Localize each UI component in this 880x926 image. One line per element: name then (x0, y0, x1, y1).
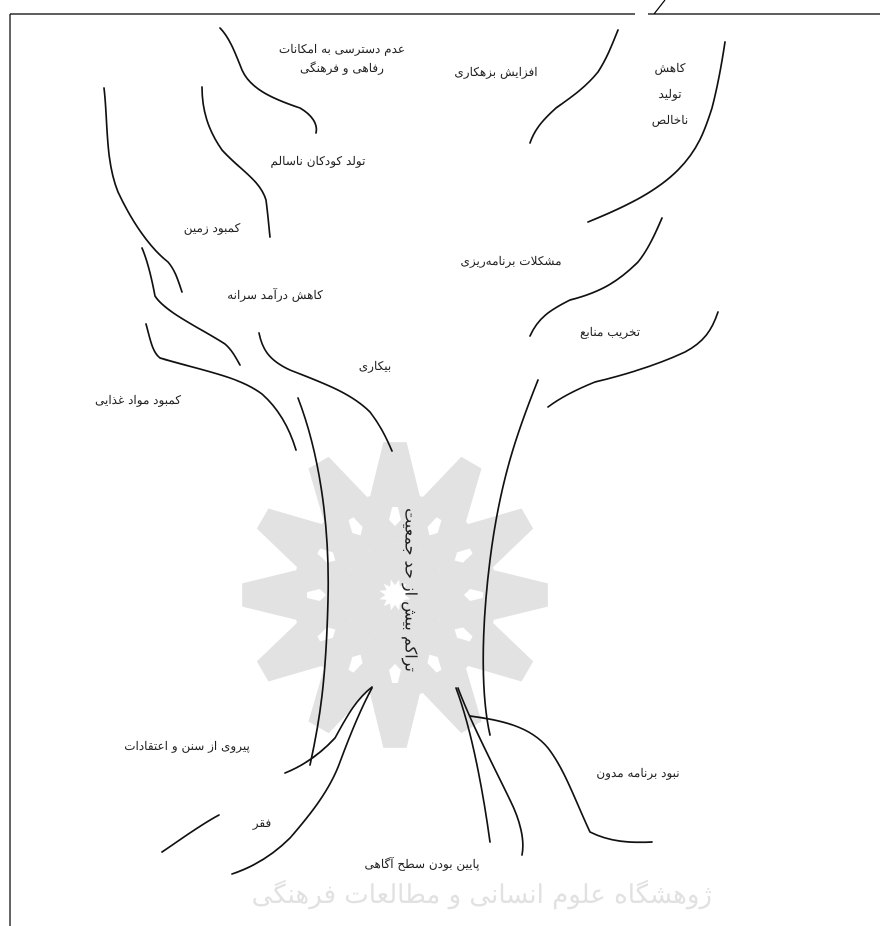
label-gross-production: کاهش تولید ناخالص (630, 55, 710, 133)
label-resource-destruction: تخریب منابع (560, 323, 660, 342)
rosette-emblem-icon (245, 445, 545, 745)
branch-unemployment-line (259, 333, 392, 451)
root-poverty-line (162, 815, 219, 852)
branch-income-line (142, 248, 240, 365)
branch-planning-line (530, 218, 662, 336)
root-right-line (458, 688, 523, 855)
root-left-line (232, 688, 372, 874)
trunk-label: تراکم بیش از حد جمعیت (402, 508, 421, 672)
branch-land-line (104, 88, 182, 292)
label-gdp-line1: کاهش (630, 55, 710, 81)
label-gdp-line3: ناخالص (630, 107, 710, 133)
label-gdp-line2: تولید (630, 81, 710, 107)
label-land-shortage: کمبود زمین (162, 219, 262, 238)
label-food-shortage: کمبود مواد غذایی (68, 391, 208, 410)
label-low-awareness: پایین بودن سطح آگاهی (342, 855, 502, 874)
label-no-access-welfare: عدم دسترسی به امکانات رفاهی و فرهنگی (262, 40, 422, 77)
label-unhealthy-births: تولد کودکان ناسالم (248, 152, 388, 171)
label-no-access-welfare-line2: رفاهی و فرهنگی (262, 59, 422, 78)
label-no-access-welfare-line1: عدم دسترسی به امکانات (262, 40, 422, 59)
watermark-text: ژوهشگاه علوم انسانی و مطالعات فرهنگی (292, 880, 712, 910)
label-poverty: فقر (242, 814, 282, 833)
frame-border (10, 0, 880, 926)
label-no-plan: نبود برنامه مدون (578, 764, 698, 783)
label-per-capita-income: کاهش درآمد سرانه (205, 286, 345, 305)
label-planning-problems: مشکلات برنامه‌ریزی (436, 252, 586, 271)
branch-crime-line (530, 30, 618, 143)
label-unemployment: بیکاری (335, 357, 415, 376)
label-traditions: پیروی از سنن و اعتقادات (112, 737, 262, 756)
branch-food-line (146, 324, 296, 450)
label-crime-increase: افزایش بزهکاری (436, 63, 556, 82)
